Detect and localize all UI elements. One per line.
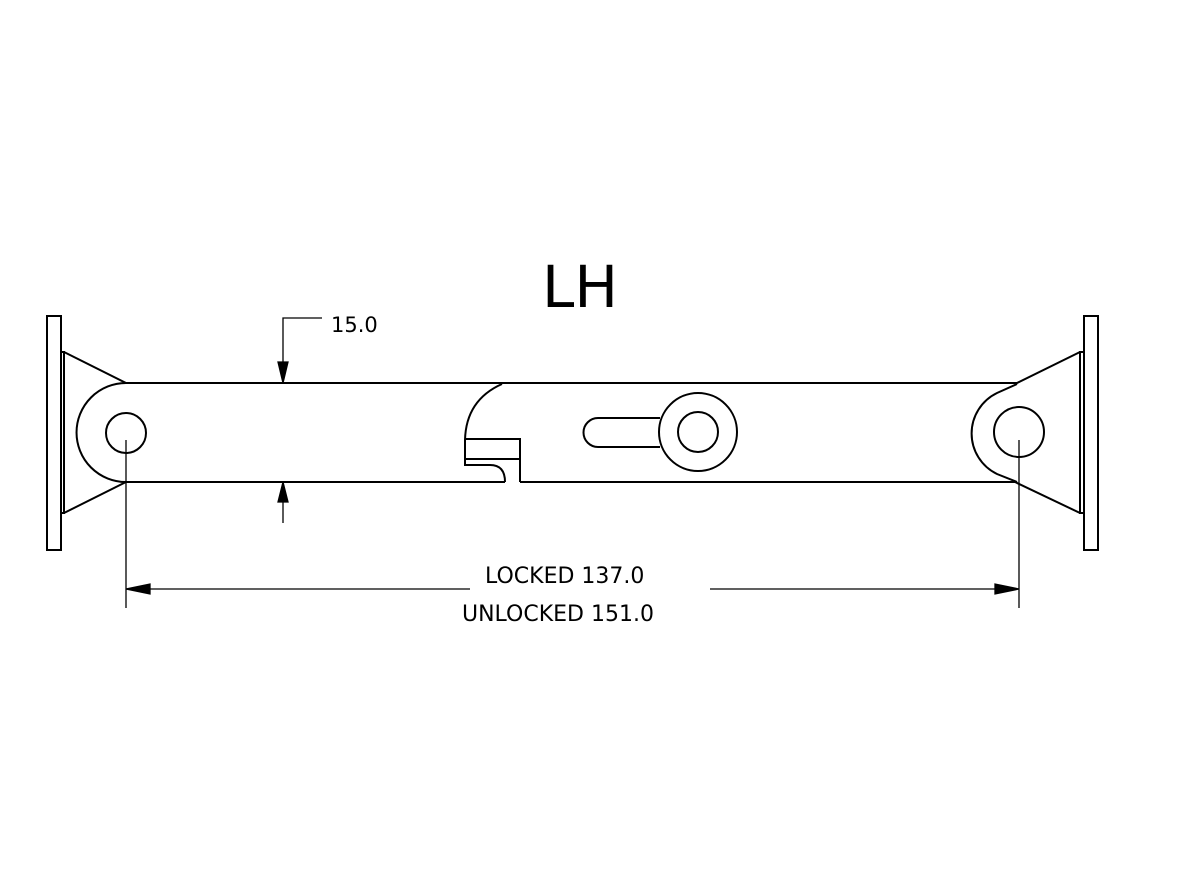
length-dimension <box>125 440 1020 608</box>
unlocked-length-label: UNLOCKED 151.0 <box>462 602 654 627</box>
side-label: LH <box>542 253 618 321</box>
thickness-label: 15.0 <box>331 313 378 337</box>
left-arm <box>75 382 521 483</box>
lock-hole <box>677 411 719 453</box>
right-arm <box>502 382 1017 483</box>
left-mounting-bracket <box>46 315 127 551</box>
thickness-dimension <box>277 317 322 523</box>
locked-length-label: LOCKED 137.0 <box>485 564 645 589</box>
right-mounting-bracket <box>970 315 1099 551</box>
slot <box>582 417 660 448</box>
lock-ring <box>658 392 738 472</box>
